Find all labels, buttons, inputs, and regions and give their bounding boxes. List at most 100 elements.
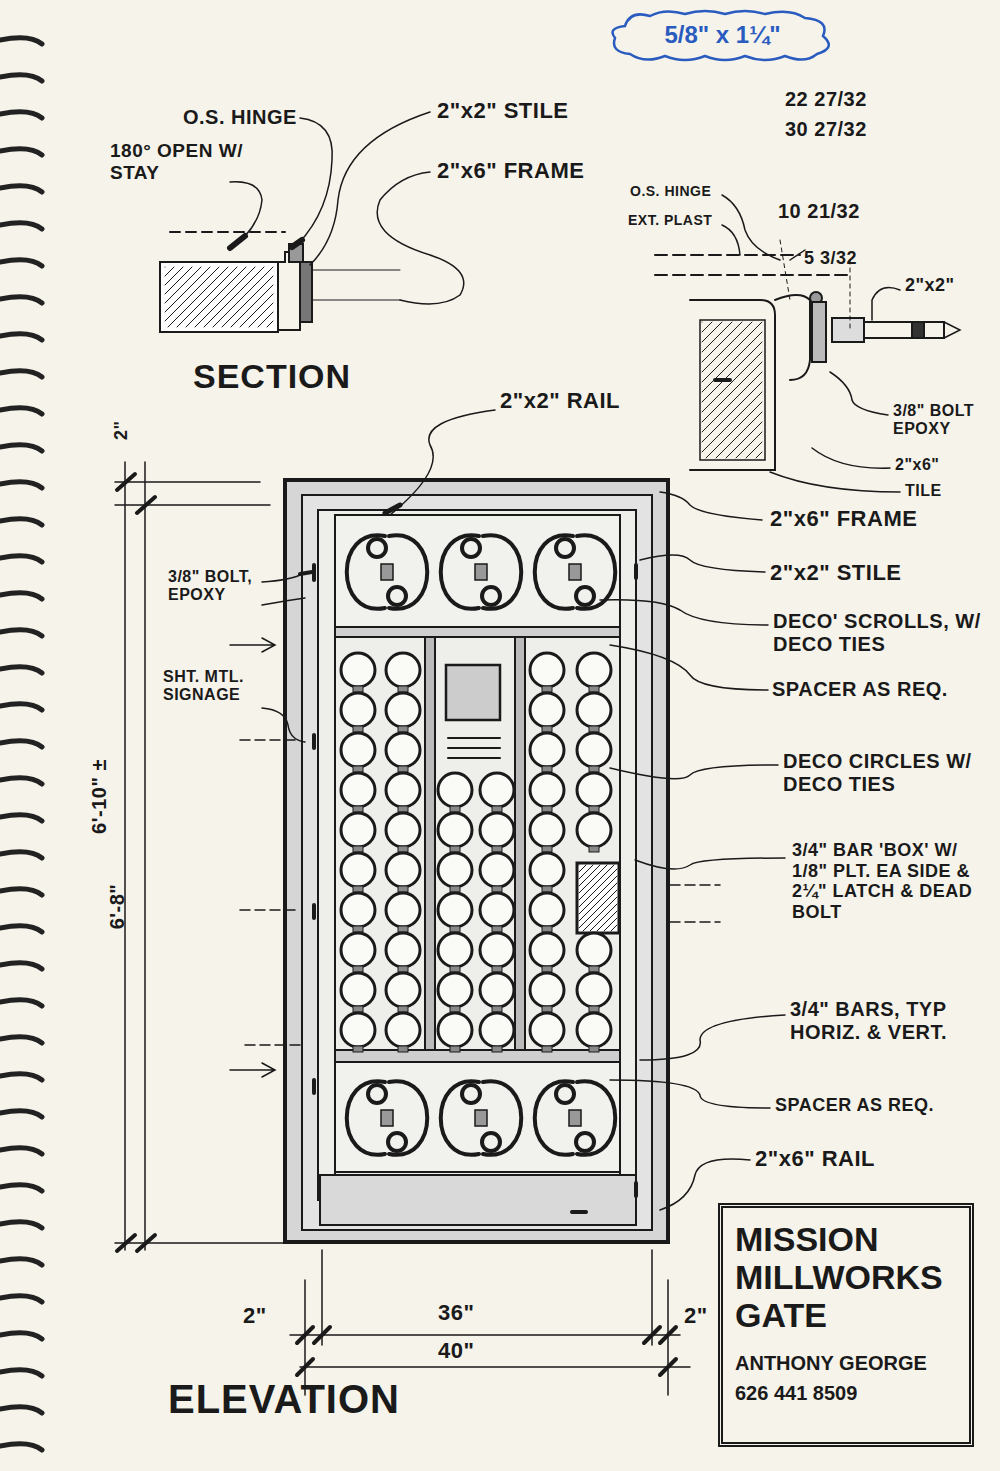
deco-tie (353, 726, 363, 732)
hatch-line (195, 267, 255, 327)
deco-circle (530, 1013, 564, 1047)
deco-circle (386, 933, 420, 967)
hatch-line (702, 362, 762, 422)
annotation-label: 40" (438, 1338, 474, 1363)
annotation-label: DECO' SCROLLS, W/ DECO TIES (773, 610, 983, 656)
hatch-line (611, 925, 617, 931)
deco-tie (542, 966, 552, 972)
binding-coil (0, 556, 42, 562)
deco-circle (577, 813, 611, 847)
scroll (483, 535, 521, 609)
deco-circle (480, 813, 514, 847)
deco-circle (341, 893, 375, 927)
hatch-line (736, 432, 762, 458)
hatch-line (756, 452, 762, 458)
scroll-curl (556, 1085, 574, 1103)
hatch-line (165, 267, 219, 321)
deco-circle (341, 773, 375, 807)
scroll-curl (556, 539, 574, 557)
deco-tie (569, 1110, 581, 1126)
deco-scrolls (347, 535, 616, 1155)
binding-coil (0, 186, 42, 192)
deco-circle (577, 933, 611, 967)
annotation-label: 2" (684, 1303, 708, 1328)
annotation-label: 2"x6" (895, 456, 939, 474)
deco-circle (577, 1013, 611, 1047)
deco-circle (341, 973, 375, 1007)
deco-circle (386, 1013, 420, 1047)
hatch-line (702, 322, 722, 342)
binding-coil (0, 1370, 42, 1376)
title-block: MISSION MILLWORKS GATEANTHONY GEORGE 626… (718, 1203, 974, 1447)
deco-circle (530, 693, 564, 727)
binding-coil (0, 1000, 42, 1006)
annotation-label: 10 21/32 (778, 200, 860, 223)
deco-tie (492, 926, 502, 932)
hatch-line (579, 865, 586, 872)
hatch-line (186, 267, 246, 327)
scroll-curl (462, 1085, 480, 1103)
scroll-curl (462, 539, 480, 557)
deco-circle (530, 893, 564, 927)
annotation-label: 2"x6" RAIL (755, 1146, 875, 1171)
deco-tie (450, 966, 460, 972)
annotation-label: 2"x2" (905, 275, 955, 296)
binding-coil (0, 852, 42, 858)
deco-tie (492, 966, 502, 972)
binding-coil (0, 889, 42, 895)
annotation-label: 2"x6" FRAME (770, 506, 917, 531)
scroll (347, 535, 385, 609)
cloud-path (613, 11, 829, 60)
deco-circle (386, 973, 420, 1007)
hatch-line (258, 312, 273, 327)
deco-tie (398, 1006, 408, 1012)
binding-coil (0, 704, 42, 710)
deco-tie (398, 766, 408, 772)
hatch-line (583, 897, 617, 931)
hatch-line (231, 285, 273, 327)
deco-circle (530, 813, 564, 847)
hatching (165, 267, 273, 327)
annotation-label: SHT. MTL. SIGNAGE (163, 668, 263, 705)
deco-tie (542, 806, 552, 812)
binding-coil (0, 112, 42, 118)
hatch-line (267, 321, 273, 327)
deco-circle (480, 853, 514, 887)
leader-lines (230, 410, 785, 1210)
hatch-line (579, 865, 607, 893)
scroll-curl (368, 539, 386, 557)
annotation-label: 180° OPEN W/ STAY (110, 140, 250, 184)
deco-tie (492, 846, 502, 852)
deco-tie (542, 766, 552, 772)
deco-tie (542, 1046, 552, 1052)
annotation-label: 6'-8" (106, 884, 129, 930)
hatch-line (702, 322, 712, 332)
hatch-line (746, 442, 762, 458)
deco-tie (450, 926, 460, 932)
deco-circle (438, 1013, 472, 1047)
deco-circle (438, 813, 472, 847)
deco-circle (530, 733, 564, 767)
binding-coil (0, 963, 42, 969)
deco-tie (475, 564, 487, 580)
binding-coil (0, 593, 42, 599)
binding-coil (0, 149, 42, 155)
binding-coil (0, 334, 42, 340)
annotation-label: 3/4" BAR 'BOX' W/ 1/8" PLT. EA SIDE & 2¼… (792, 840, 987, 923)
annotation-label: 3/8" BOLT, EPOXY (168, 568, 268, 605)
annotation-label: TILE (905, 482, 942, 500)
deco-circle (480, 1013, 514, 1047)
hatch-line (702, 322, 762, 382)
binding-coil (0, 630, 42, 636)
binding-coil (0, 482, 42, 488)
deco-circle (438, 933, 472, 967)
deco-circle (386, 813, 420, 847)
deco-circles (341, 653, 611, 1052)
hatch-line (204, 267, 264, 327)
annotation-label: 2"x2" STILE (770, 560, 902, 585)
deco-tie (450, 1006, 460, 1012)
binding-coil (0, 1296, 42, 1302)
hatch-line (165, 267, 201, 303)
annotation-label: 6'-10" ± (88, 759, 111, 834)
deco-tie (492, 1046, 502, 1052)
